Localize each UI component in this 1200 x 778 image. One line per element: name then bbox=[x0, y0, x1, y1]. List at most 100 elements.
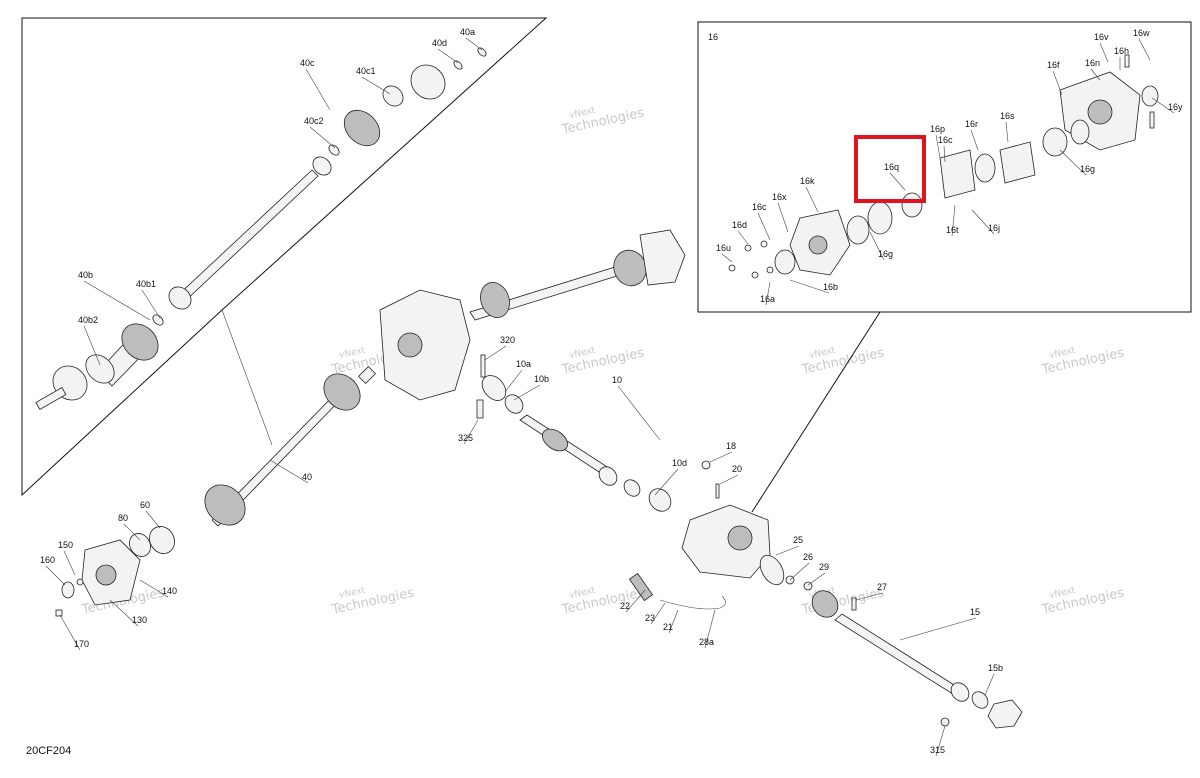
part-label: 16g bbox=[878, 249, 893, 259]
part-label: 10a bbox=[516, 359, 531, 369]
leader-line bbox=[654, 468, 679, 496]
part-label: 140 bbox=[162, 586, 177, 596]
leader-line bbox=[737, 230, 749, 245]
leader-line bbox=[45, 565, 66, 586]
leader-line bbox=[309, 126, 336, 149]
part-label: 27 bbox=[877, 582, 887, 592]
inset-left-shaft-assembly bbox=[35, 47, 487, 411]
part-label: 16s bbox=[1000, 111, 1015, 121]
part-label: 40a bbox=[460, 27, 475, 37]
leader-line bbox=[869, 231, 885, 261]
part-label: 40 bbox=[302, 472, 312, 482]
leader-line bbox=[805, 186, 819, 213]
leader-line bbox=[63, 550, 76, 576]
leader-line bbox=[463, 419, 479, 445]
part-label: 40d bbox=[432, 38, 447, 48]
leader-line bbox=[513, 384, 541, 401]
leader-line bbox=[617, 385, 661, 441]
leader-line bbox=[465, 37, 483, 51]
leader-line bbox=[899, 617, 977, 641]
leader-line bbox=[484, 345, 507, 361]
leader-line bbox=[721, 253, 733, 263]
part-label: 25 bbox=[793, 535, 803, 545]
part-label: 20 bbox=[732, 464, 742, 474]
leader-line bbox=[951, 204, 956, 237]
leader-line bbox=[789, 279, 830, 294]
leader-line bbox=[777, 202, 789, 233]
part-label: 18 bbox=[726, 441, 736, 451]
inset-right-title: 16 bbox=[708, 32, 718, 42]
part-label: 60 bbox=[140, 500, 150, 510]
inset-left-pointer bbox=[221, 309, 273, 446]
part-label: 10d bbox=[672, 458, 687, 468]
leader-line bbox=[361, 76, 391, 95]
leader-line bbox=[855, 592, 884, 601]
part-label: 16c bbox=[752, 202, 767, 212]
highlight-box bbox=[854, 135, 926, 203]
leader-line bbox=[765, 281, 771, 306]
leader-line bbox=[1151, 97, 1175, 114]
leader-line bbox=[1005, 121, 1009, 143]
drawing-code: 20CF204 bbox=[26, 745, 71, 757]
part-label: 16c bbox=[938, 135, 953, 145]
leader-line bbox=[650, 602, 666, 625]
part-label: 16u bbox=[716, 243, 731, 253]
leader-line bbox=[1099, 42, 1109, 63]
leader-line bbox=[625, 589, 646, 613]
part-label: 315 bbox=[930, 745, 945, 755]
leader-line bbox=[504, 369, 523, 393]
part-label: 28a bbox=[699, 637, 714, 647]
part-label: 16p bbox=[930, 124, 945, 134]
part-label: 325 bbox=[458, 433, 473, 443]
part-label: 16q bbox=[884, 162, 899, 172]
part-label: 15b bbox=[988, 663, 1003, 673]
part-label: 16a bbox=[760, 294, 775, 304]
part-label: 40c2 bbox=[304, 116, 324, 126]
leader-line bbox=[935, 134, 941, 159]
leader-line bbox=[123, 523, 141, 541]
part-label: 16k bbox=[800, 176, 815, 186]
part-label: 80 bbox=[118, 513, 128, 523]
part-label: 16b bbox=[823, 282, 838, 292]
part-label: 40b2 bbox=[78, 315, 98, 325]
part-label: 16d bbox=[732, 220, 747, 230]
part-labels: 40a40d40c40c140c240b40b140b216w16v16h16n… bbox=[40, 27, 1183, 755]
leader-line bbox=[59, 614, 81, 651]
leader-line bbox=[1090, 68, 1101, 81]
leader-line bbox=[1059, 149, 1087, 176]
leader-line bbox=[269, 459, 309, 484]
part-label: 16f bbox=[1047, 60, 1060, 70]
inset-right-pointer bbox=[751, 311, 881, 513]
leader-line bbox=[83, 325, 101, 366]
part-label: 150 bbox=[58, 540, 73, 550]
main-assembly bbox=[55, 229, 1023, 729]
part-label: 320 bbox=[500, 335, 515, 345]
leader-line bbox=[141, 289, 161, 319]
leader-line bbox=[789, 562, 810, 581]
leader-line bbox=[935, 725, 946, 757]
leader-line bbox=[719, 474, 739, 485]
leader-lines bbox=[45, 37, 1175, 757]
part-label: 23 bbox=[645, 613, 655, 623]
part-label: 16x bbox=[772, 192, 787, 202]
leader-line bbox=[757, 212, 771, 241]
leader-line bbox=[83, 280, 151, 321]
part-label: 26 bbox=[803, 552, 813, 562]
leader-line bbox=[943, 145, 946, 163]
part-label: 16y bbox=[1168, 102, 1183, 112]
part-label: 160 bbox=[40, 555, 55, 565]
part-label: 15 bbox=[970, 607, 980, 617]
leader-line bbox=[775, 545, 800, 556]
part-label: 40c1 bbox=[356, 66, 376, 76]
leader-line bbox=[437, 48, 459, 64]
leader-line bbox=[709, 451, 733, 463]
leader-line bbox=[971, 209, 995, 235]
part-label: 40b1 bbox=[136, 279, 156, 289]
leader-line bbox=[970, 129, 979, 151]
leader-line bbox=[889, 172, 906, 191]
part-label: 40b bbox=[78, 270, 93, 280]
